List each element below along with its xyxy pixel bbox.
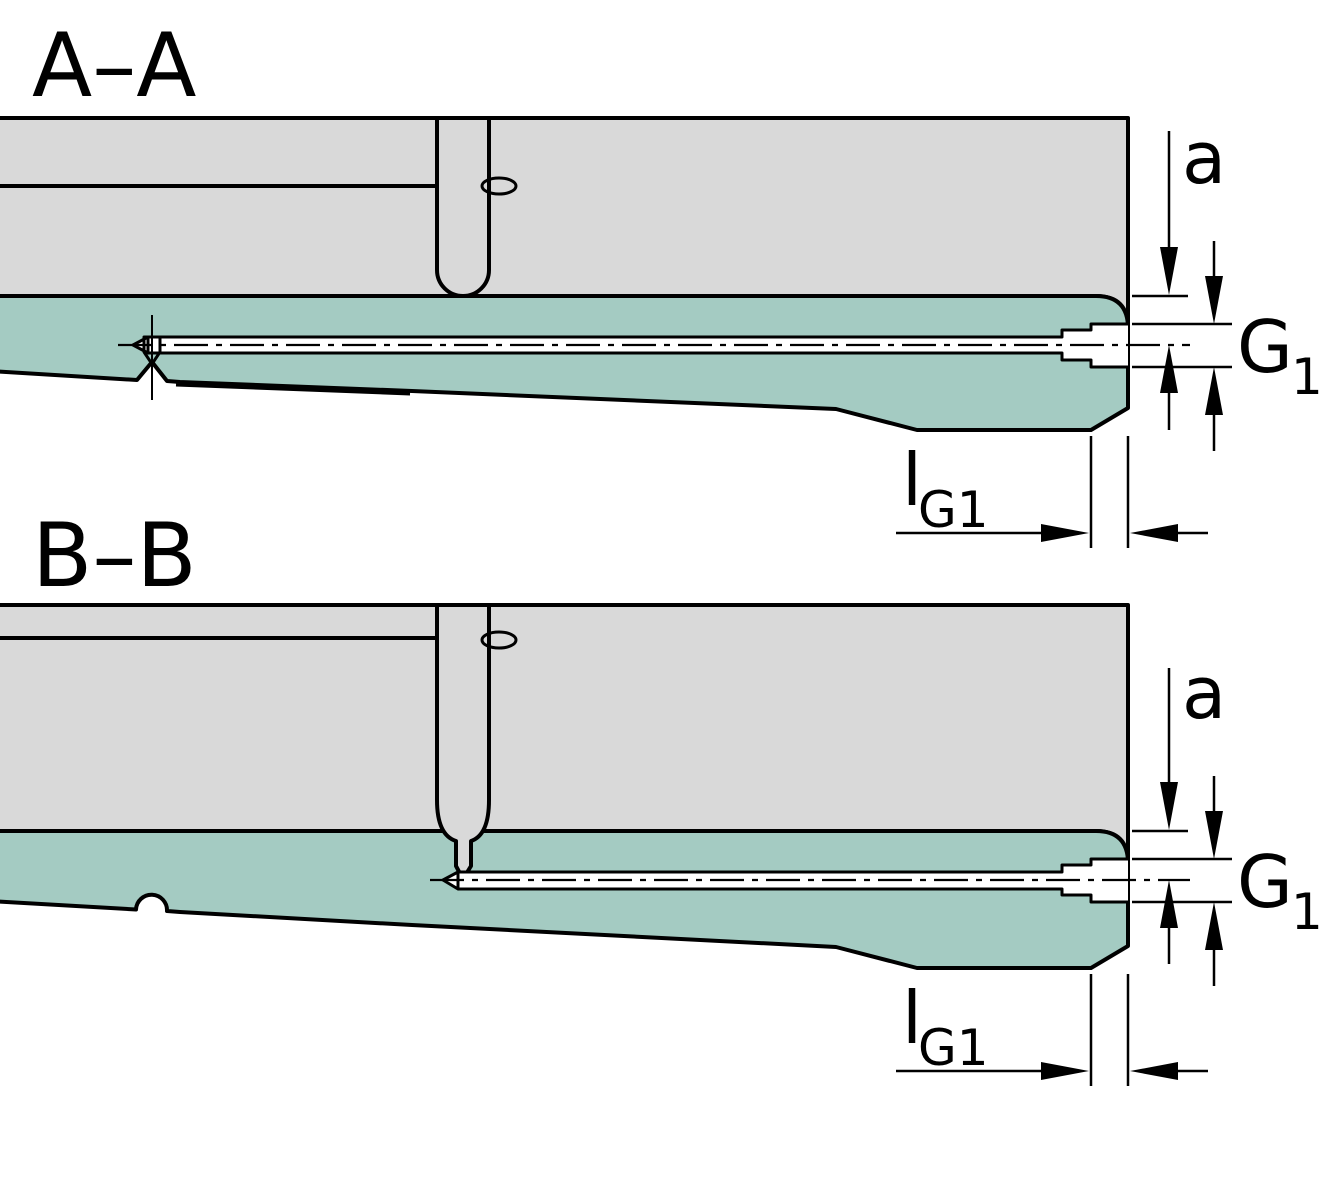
section-a-dim-l-label: l (902, 438, 922, 522)
section-b-dim-l-label: l (902, 976, 922, 1060)
section-a-dim-g-arrow-up (1205, 367, 1223, 415)
section-a: A–A a G (0, 14, 1323, 548)
section-a-edge-line (175, 383, 411, 396)
section-b-pin-hole (480, 630, 518, 650)
section-b-dim-g-subscript: 1 (1291, 883, 1323, 941)
section-a-dim-g-arrow-down (1205, 276, 1223, 324)
section-b-title: B–B (32, 504, 197, 607)
section-b-dim-a-arrow-up (1160, 880, 1178, 928)
section-a-slot (435, 116, 491, 298)
section-a-title: A–A (32, 14, 196, 117)
section-b-dim-l-arrow-left (1130, 1062, 1178, 1080)
section-a-dim-a-arrow-up (1160, 345, 1178, 393)
section-a-dim-a-label: a (1182, 116, 1226, 200)
section-a-pin-hole (480, 176, 518, 196)
section-a-dim-a-arrow-down (1160, 247, 1178, 295)
section-a-dim-l-arrow-left (1130, 524, 1178, 542)
section-b-insert-body (0, 829, 1130, 970)
section-a-nozzle (142, 335, 162, 366)
section-b-dim-g-label: G (1237, 840, 1293, 924)
section-b-dim-g-arrow-up (1205, 902, 1223, 950)
section-a-insert-body (0, 294, 1130, 432)
section-b-dim-a-label: a (1182, 651, 1226, 735)
section-a-dim-l-arrow-right (1041, 524, 1089, 542)
section-a-dim-g-subscript: 1 (1291, 348, 1323, 406)
section-b-dim-a-arrow-down (1160, 782, 1178, 830)
section-b: B–B a G 1 (0, 504, 1323, 1086)
section-b-dim-l-arrow-right (1041, 1062, 1089, 1080)
section-a-dim-l-subscript: G1 (918, 481, 989, 539)
section-a-dim-g-label: G (1237, 305, 1293, 389)
section-b-upper-body (0, 603, 1130, 867)
section-b-dim-l-subscript: G1 (918, 1019, 989, 1077)
section-b-dim-g-arrow-down (1205, 811, 1223, 859)
